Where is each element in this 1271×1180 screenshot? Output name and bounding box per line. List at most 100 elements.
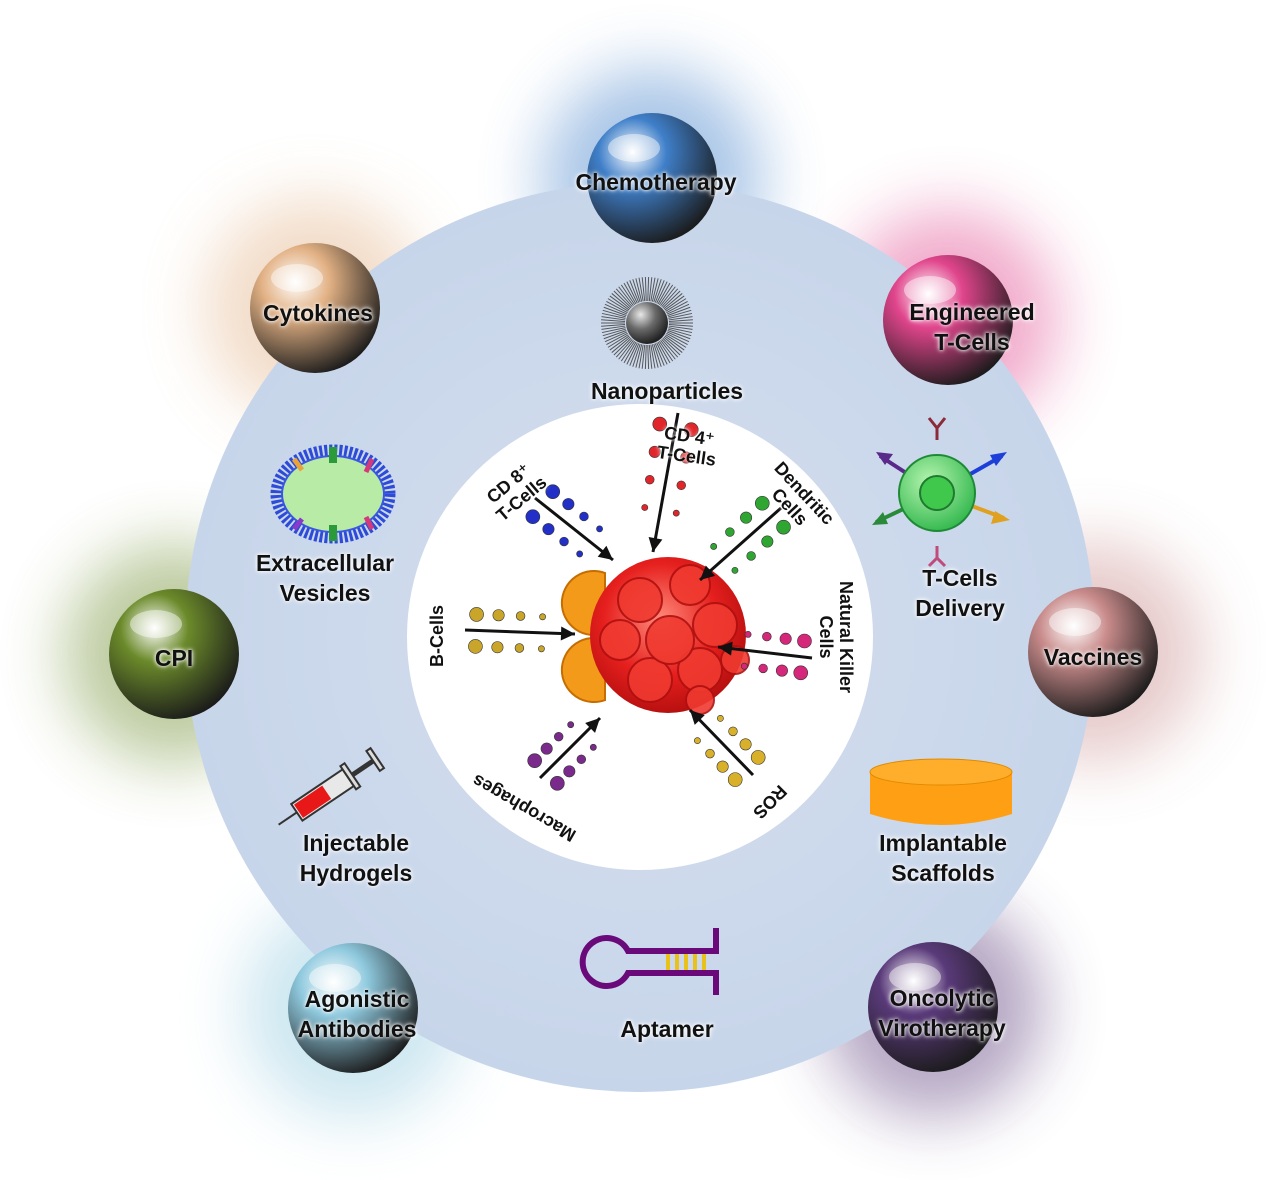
tumor-cell — [669, 564, 711, 606]
arrow-dc — [699, 506, 782, 582]
nanoparticle-ligand — [651, 278, 659, 302]
nanoparticle-ligand — [650, 344, 656, 369]
arrowhead-nk — [718, 641, 733, 656]
nanoparticle-ligand — [601, 312, 626, 319]
cell-arrows — [464, 412, 813, 780]
sphere-vac — [1028, 587, 1158, 717]
nanoparticle-ligand — [668, 312, 693, 319]
particle-dc — [731, 566, 739, 574]
tumor-cell — [627, 657, 673, 703]
nanoparticle-ligand — [613, 337, 632, 356]
particle-cd8 — [562, 498, 575, 511]
nanoparticle-ligand — [648, 277, 653, 302]
nanoparticle-ligand — [662, 290, 681, 309]
arrowhead-mac — [585, 718, 600, 733]
nanoparticle-ligand — [654, 280, 665, 303]
nanoparticle-ligand — [626, 281, 638, 304]
label-chemotherapy: Chemotherapy — [575, 169, 737, 195]
nanoparticle-ligand — [666, 332, 688, 346]
arrow-mac — [538, 716, 602, 780]
arrow-bc — [464, 628, 576, 636]
nanoparticle-ligand — [666, 300, 688, 314]
particle-bc — [468, 639, 483, 654]
particle-ros — [739, 738, 752, 751]
nanoparticle-ligand — [602, 328, 626, 337]
nanoparticle-ligand — [660, 286, 676, 306]
nanoparticle-ligand — [663, 293, 683, 310]
nanoparticle-ligand — [601, 327, 626, 334]
nanoparticle-ligand — [606, 332, 628, 346]
extracellular-vesicle-icon — [270, 444, 396, 544]
particle-bc — [469, 607, 484, 622]
scaffold-icon — [869, 758, 1013, 825]
particle-dc — [746, 551, 756, 561]
nanoparticle-ligand — [602, 309, 626, 318]
particle-cd4 — [672, 509, 680, 517]
nanoparticle-ligand — [666, 331, 690, 343]
nanoparticle-ligand — [647, 344, 650, 369]
sphere-cpi — [109, 589, 239, 719]
tumor-cell — [692, 602, 738, 648]
sphere-highlight-chemo — [608, 134, 660, 162]
particle-mac — [576, 754, 587, 765]
nanoparticle-ligand — [663, 336, 683, 353]
nanoparticle-ligand — [604, 331, 628, 343]
nanoparticle-ligand — [666, 303, 690, 315]
nanoparticle-icon — [601, 277, 693, 369]
nanoparticle-ligand — [609, 335, 630, 351]
particle-cd4 — [641, 504, 649, 511]
nanoparticle-ligand — [653, 279, 662, 303]
sphere-ago — [288, 943, 418, 1073]
nanoparticle-ligand — [623, 282, 637, 305]
nanoparticle-ligand — [629, 343, 640, 366]
particle-nk — [744, 631, 752, 638]
cell-particles — [468, 416, 812, 791]
label-vaccines: Vaccines — [1043, 644, 1143, 670]
particle-cd8 — [559, 536, 569, 547]
particle-ros — [705, 748, 715, 759]
sphere-highlight-vac — [1049, 608, 1101, 636]
sphere-highlight-eng — [904, 276, 956, 304]
particle-cd8 — [525, 509, 541, 525]
sphere-highlight-cpi — [130, 610, 182, 638]
tumor-cell — [685, 685, 715, 715]
nanoparticle-ligand — [668, 325, 693, 330]
particle-cd8 — [542, 523, 555, 536]
nanoparticle-ligand — [609, 295, 630, 311]
particle-nk — [775, 664, 788, 677]
nanoparticle-ligand — [656, 281, 668, 304]
particle-ros — [716, 714, 724, 722]
particle-mac — [563, 765, 576, 778]
sphere-onc — [868, 942, 998, 1072]
particle-dc — [725, 527, 735, 537]
nanoparticle-ligand — [618, 286, 634, 306]
particle-cd4 — [676, 480, 686, 491]
label-b-cells: B-Cells — [427, 604, 447, 668]
particle-bc — [538, 645, 545, 653]
sphere-highlight-cyto — [271, 264, 323, 292]
arrowhead-cd8 — [597, 545, 613, 560]
tumor-cell — [599, 619, 641, 661]
nanoparticle-ligand — [613, 290, 632, 309]
particle-nk — [779, 632, 792, 645]
particle-cd4 — [680, 451, 693, 464]
nanoparticle-ligand — [668, 324, 693, 327]
tumor-icon — [560, 557, 750, 715]
arrow-ros — [688, 708, 755, 777]
aptamer-icon — [579, 928, 719, 995]
particle-mac — [527, 753, 542, 768]
sphere-highlight-ago — [309, 964, 361, 992]
particle-dc — [776, 519, 791, 535]
nanoparticle-ligand — [632, 279, 641, 303]
nanoparticle-ligand — [626, 342, 638, 365]
nanoparticle-ligand — [651, 344, 659, 368]
particle-mac — [553, 731, 564, 742]
nanoparticle-ligand — [668, 309, 692, 318]
arrow-cd4 — [651, 412, 680, 553]
nanoparticle-ligand — [629, 280, 640, 303]
nanoparticle-ligand — [635, 344, 643, 368]
nanoparticle-ligand — [667, 306, 691, 316]
